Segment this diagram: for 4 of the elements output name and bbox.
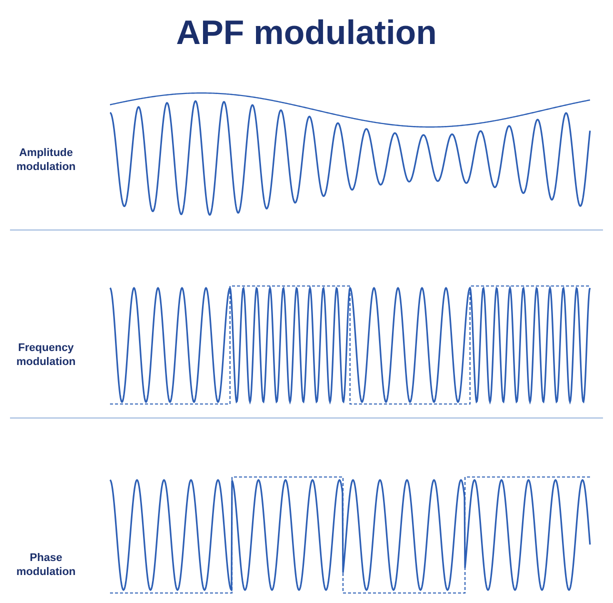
diagram-title: APF modulation bbox=[175, 14, 438, 53]
row-label: Phase modulation bbox=[15, 551, 77, 579]
row-label: Amplitude modulation bbox=[15, 146, 77, 174]
row-label: Frequency modulation bbox=[15, 341, 77, 369]
